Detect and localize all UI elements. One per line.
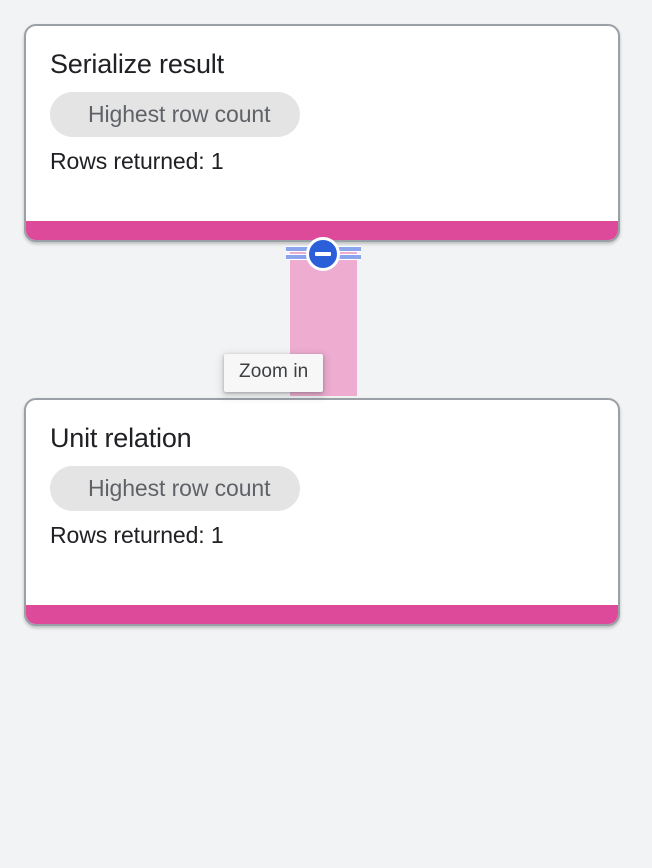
zoom-in-tooltip: Zoom in — [224, 354, 324, 392]
rail-left-lower — [286, 254, 316, 260]
node-card-serialize-result[interactable]: Serialize result Highest row count Rows … — [24, 24, 620, 242]
node-accent-bar — [26, 221, 618, 240]
minus-bar-glyph — [315, 252, 331, 256]
node-rows-returned: Rows returned: 1 — [50, 522, 224, 548]
node-body: Serialize result Highest row count Rows … — [26, 26, 618, 175]
node-body: Unit relation Highest row count Rows ret… — [26, 400, 618, 549]
node-rows-returned: Rows returned: 1 — [50, 148, 224, 174]
node-accent-bar — [26, 605, 618, 624]
status-badge: Highest row count — [50, 466, 301, 511]
node-card-unit-relation[interactable]: Unit relation Highest row count Rows ret… — [24, 398, 620, 626]
status-badge: Highest row count — [50, 92, 301, 137]
connector-rails — [286, 243, 361, 262]
rail-right-upper — [331, 246, 361, 252]
node-title: Unit relation — [50, 423, 192, 453]
node-title: Serialize result — [50, 49, 224, 79]
rail-right-lower — [331, 254, 361, 260]
minus-circle-icon[interactable] — [306, 237, 340, 271]
rail-left-upper — [286, 246, 316, 252]
